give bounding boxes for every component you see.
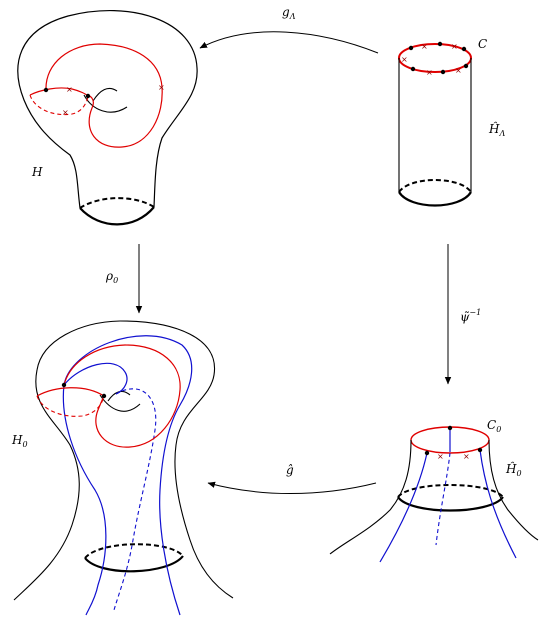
marked-point [61, 382, 67, 388]
surface-H-hat-0: × × [329, 425, 539, 563]
red-meridian-front-h0 [36, 387, 105, 397]
cross-mark: × [463, 452, 470, 461]
marked-point [447, 425, 453, 431]
blue-line-middle-dashed [435, 452, 451, 546]
label-H-hat-0: Ĥ0 [505, 461, 522, 478]
surface-H0-boundary-back [84, 543, 184, 559]
marked-point [101, 393, 107, 399]
label-C: C [478, 37, 487, 51]
marked-point [408, 45, 414, 51]
label-g-hat: ĝ [286, 463, 294, 477]
blue-curve-inner-solid [63, 362, 128, 395]
label-rho-0: ρ0 [105, 269, 118, 285]
cross-mark: × [451, 42, 458, 51]
red-loop-large [45, 43, 163, 148]
surface-H-boundary-front [79, 206, 155, 226]
marked-point [85, 93, 91, 99]
cross-mark: × [158, 83, 165, 92]
blue-line-right [479, 449, 517, 559]
red-meridian-front [29, 87, 89, 97]
cross-mark: × [66, 85, 73, 94]
red-meridian-back-h0 [36, 395, 105, 417]
h-hat-0-right-side [488, 439, 539, 541]
cross-mark: × [426, 68, 433, 77]
marked-point [461, 46, 467, 52]
cross-mark: × [455, 66, 462, 75]
surface-H0-boundary-front [84, 555, 184, 573]
arrow-g-lambda [199, 31, 379, 54]
h-hat-0-boundary-front [397, 496, 504, 512]
marked-point [463, 63, 469, 69]
surface-H-handle-upper [92, 87, 118, 102]
marked-point [410, 66, 416, 72]
marked-point [424, 450, 430, 456]
surface-H0-outline-right [119, 320, 234, 599]
surface-H0 [13, 320, 234, 616]
label-C0: C0 [487, 418, 501, 434]
marked-point [43, 87, 49, 93]
red-loop-large-h0 [63, 344, 181, 448]
red-meridian-back [29, 94, 89, 116]
surface-H-boundary-back [79, 197, 155, 209]
surface-H-handle-lower [83, 94, 128, 113]
blue-curve-outer-left [62, 384, 107, 616]
surface-H: × × × [17, 9, 198, 226]
cylinder-bottom-back [398, 179, 472, 193]
cylinder-bottom-front [398, 191, 472, 207]
h-hat-0-left-side [329, 439, 412, 555]
label-g-lambda: gΛ [282, 5, 296, 21]
blue-curve-inner-dashed [113, 388, 157, 611]
cross-mark: × [62, 108, 69, 117]
arrow-g-hat [207, 481, 377, 494]
label-H: H [31, 165, 43, 179]
cross-mark: × [401, 55, 408, 64]
cross-mark: × [437, 452, 444, 461]
marked-point [437, 41, 443, 47]
label-H-hat-lambda: ĤΛ [488, 121, 505, 138]
surface-H0-handle-upper [107, 390, 131, 402]
surface-H0-handle-lower [99, 394, 141, 412]
surface-H0-outline-left [13, 320, 121, 601]
blue-curve-top-arc [63, 335, 193, 616]
marked-point [477, 447, 483, 453]
cross-mark: × [421, 42, 428, 51]
label-H0: H0 [11, 433, 28, 449]
cylinder-H-hat-lambda: × × × × × [398, 41, 472, 207]
surface-H-outline [17, 9, 198, 209]
marked-point [440, 69, 446, 75]
blue-line-left [379, 452, 428, 563]
label-psi-tilde-inverse: ψ̃−1 [460, 308, 481, 324]
